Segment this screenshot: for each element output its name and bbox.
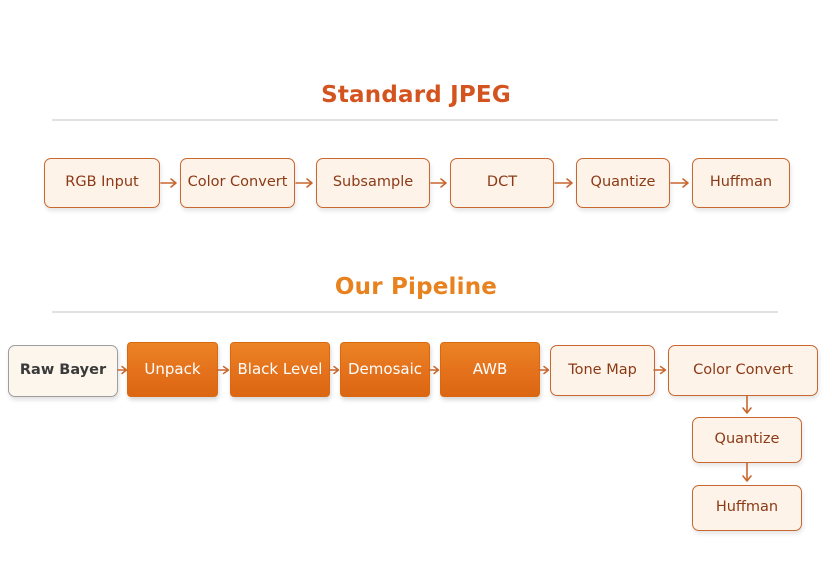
node-unpack[interactable]: Unpack <box>127 342 218 397</box>
arrow-right-icon-5 <box>670 175 692 191</box>
node-color-convert-jpeg[interactable]: Color Convert <box>180 158 295 208</box>
arrow-right-icon-1 <box>160 175 180 191</box>
node-quantize-pipeline[interactable]: Quantize <box>692 417 802 463</box>
arrow-right-icon-2 <box>295 175 316 191</box>
node-subsample[interactable]: Subsample <box>316 158 430 208</box>
section-divider-top <box>52 119 778 121</box>
arrow-right-icon-11 <box>653 362 669 378</box>
node-huffman-jpeg[interactable]: Huffman <box>692 158 790 208</box>
node-color-convert-pipeline[interactable]: Color Convert <box>668 345 818 396</box>
node-dct[interactable]: DCT <box>450 158 554 208</box>
section-divider-bottom <box>52 311 778 313</box>
arrow-down-icon-2 <box>739 462 755 486</box>
section-title-our-pipeline: Our Pipeline <box>334 274 498 300</box>
arrow-right-icon-3 <box>430 175 450 191</box>
node-awb[interactable]: AWB <box>440 342 540 397</box>
arrow-down-icon-1 <box>739 395 755 418</box>
node-quantize-jpeg[interactable]: Quantize <box>576 158 670 208</box>
node-tone-map[interactable]: Tone Map <box>550 345 655 396</box>
node-rgb-input[interactable]: RGB Input <box>44 158 160 208</box>
node-black-level[interactable]: Black Level <box>230 342 330 397</box>
section-title-standard-jpeg: Standard JPEG <box>321 82 511 108</box>
arrow-right-icon-4 <box>554 175 576 191</box>
node-raw-bayer[interactable]: Raw Bayer <box>8 345 118 397</box>
node-huffman-pipeline[interactable]: Huffman <box>692 485 802 531</box>
node-demosaic[interactable]: Demosaic <box>340 342 430 397</box>
